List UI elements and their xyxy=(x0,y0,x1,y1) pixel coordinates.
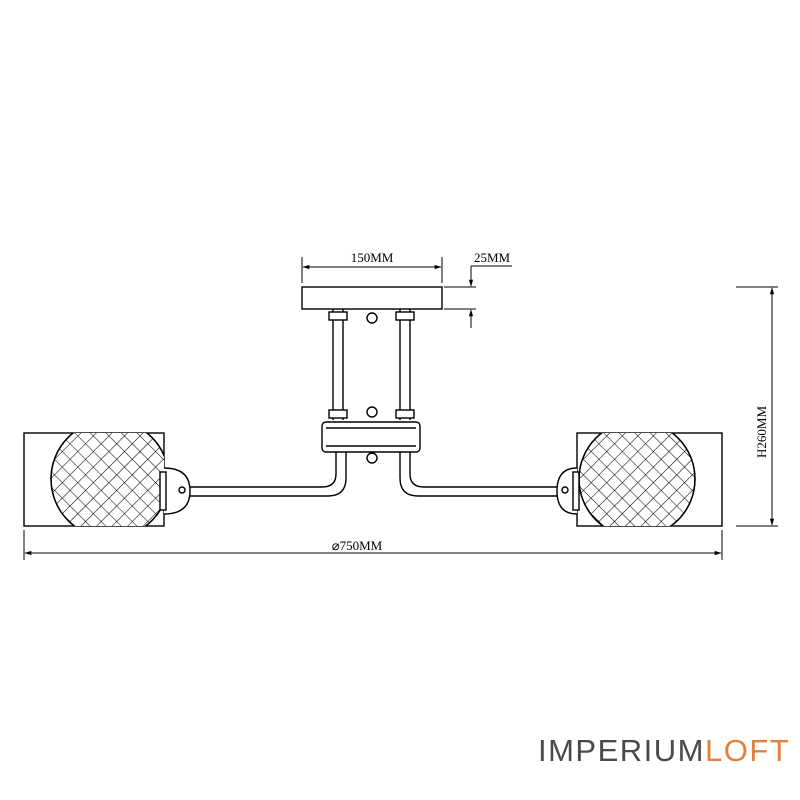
brand-logo-accent: LOFT xyxy=(705,733,791,768)
left-arm xyxy=(190,452,347,497)
canopy-height-label: 25MM xyxy=(474,250,511,265)
support-rods xyxy=(328,309,415,420)
right-lamp-head xyxy=(556,432,723,527)
total-height-dimension xyxy=(736,286,778,527)
canopy-width-dimension xyxy=(301,257,443,283)
canopy-height-dimension xyxy=(444,265,512,328)
total-height-label: H260MM xyxy=(754,406,769,458)
diameter-dimension xyxy=(23,530,723,560)
brand-logo: IMPERIUMLOFT xyxy=(538,735,790,766)
canopy-width-label: 150MM xyxy=(351,250,394,265)
ceiling-canopy xyxy=(301,286,443,310)
central-hub xyxy=(321,421,421,464)
right-arm xyxy=(399,452,557,497)
canopy-screw xyxy=(366,312,378,324)
diameter-label: ⌀750MM xyxy=(332,538,383,553)
left-lamp-head xyxy=(23,432,191,527)
brand-logo-primary: IMPERIUM xyxy=(538,733,705,768)
